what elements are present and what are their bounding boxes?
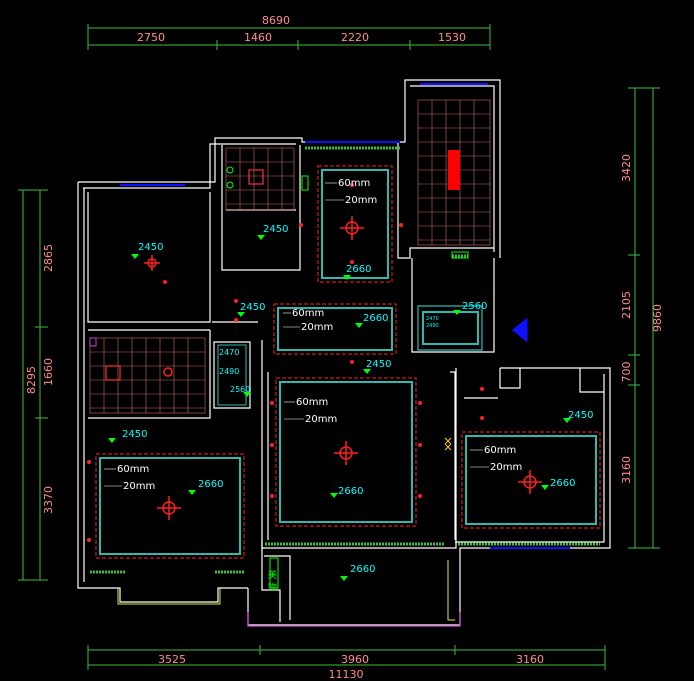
dim-left-2: 1660 [42, 358, 55, 386]
door-marks [444, 437, 452, 451]
height-living-ceiling: 2660 [338, 486, 363, 497]
note-60-living: 60mm [296, 397, 328, 408]
dim-top-3: 2220 [341, 31, 369, 44]
balcony-rails [117, 560, 455, 621]
dim-right-4: 3160 [620, 456, 633, 484]
height-labels: 2450 2450 2660 2450 2660 2560 2470 2490 … [122, 224, 593, 575]
height-bedroom-sw-ceiling: 2660 [198, 479, 223, 490]
ceiling-notes: 60mm 20mm 60mm 20mm 60mm 20mm 60mm 20mm … [117, 178, 522, 492]
dim-right-3: 700 [620, 362, 633, 383]
height-kitchen-corr: 2450 [263, 224, 288, 235]
overall-width-bottom: 11130 [329, 668, 364, 681]
dim-bottom-2: 3960 [341, 653, 369, 666]
hatch-strips [90, 146, 600, 574]
note-20-bedroom-se: 20mm [490, 462, 522, 473]
height-bath-small-b: 2490 [219, 367, 239, 376]
balcony-edge [247, 612, 461, 627]
dim-right-2: 2105 [620, 291, 633, 319]
height-bedroom-se-ceiling: 2660 [550, 478, 575, 489]
height-corridor: 2450 [240, 302, 265, 313]
ceiling-panels [95, 165, 601, 559]
balcony-label: 美 物 [266, 569, 277, 592]
overall-height-left: 8295 [25, 366, 38, 394]
height-bath-small-c: 2560 [230, 385, 250, 394]
height-bedroom-sw: 2450 [122, 429, 147, 440]
kitchen-light [248, 169, 264, 185]
height-corridor-box: 2660 [363, 313, 388, 324]
dim-right-1: 3420 [620, 154, 633, 182]
dim-top-1: 2750 [137, 31, 165, 44]
height-stair-small-a: 2470 [426, 316, 439, 322]
overall-width-top: 8690 [262, 14, 290, 27]
entry-arrow [512, 318, 527, 342]
dim-bottom-1: 3525 [158, 653, 186, 666]
height-bath-small-a: 2470 [219, 348, 239, 357]
dim-left-3: 3370 [42, 486, 55, 514]
spot-lights [87, 183, 484, 542]
note-60-bedroom-se: 60mm [484, 445, 516, 456]
note-60-corridor: 60mm [292, 308, 324, 319]
bath-light [105, 365, 121, 381]
dim-left-1: 2865 [42, 244, 55, 272]
dimension-lines [18, 24, 660, 670]
note-20-corridor: 20mm [301, 322, 333, 333]
height-bath: 2560 [462, 301, 487, 312]
height-markers [108, 235, 571, 581]
ceiling-roses [144, 216, 542, 520]
height-bedroom-se: 2450 [568, 410, 593, 421]
height-living: 2450 [366, 359, 391, 370]
bath-fixture [89, 337, 97, 347]
height-stair-small-b: 2490 [426, 323, 439, 329]
overall-height-right: 9860 [651, 304, 664, 332]
height-balcony: 2660 [350, 564, 375, 575]
fixtures [217, 166, 479, 589]
dim-top-2: 1460 [244, 31, 272, 44]
note-60-bedroom-sw: 60mm [117, 464, 149, 475]
height-bedroom-nw: 2450 [138, 242, 163, 253]
tiled-floors [89, 99, 491, 414]
note-60-kitchen: 60mm [338, 178, 370, 189]
dim-bottom-3: 3160 [516, 653, 544, 666]
height-kitchen-top: 2660 [346, 264, 371, 275]
note-20-bedroom-sw: 20mm [123, 481, 155, 492]
note-leaders [104, 182, 489, 487]
note-20-kitchen: 20mm [345, 195, 377, 206]
windows [120, 83, 570, 549]
kitchen-counter [448, 150, 460, 190]
dim-top-4: 1530 [438, 31, 466, 44]
note-20-living: 20mm [305, 414, 337, 425]
